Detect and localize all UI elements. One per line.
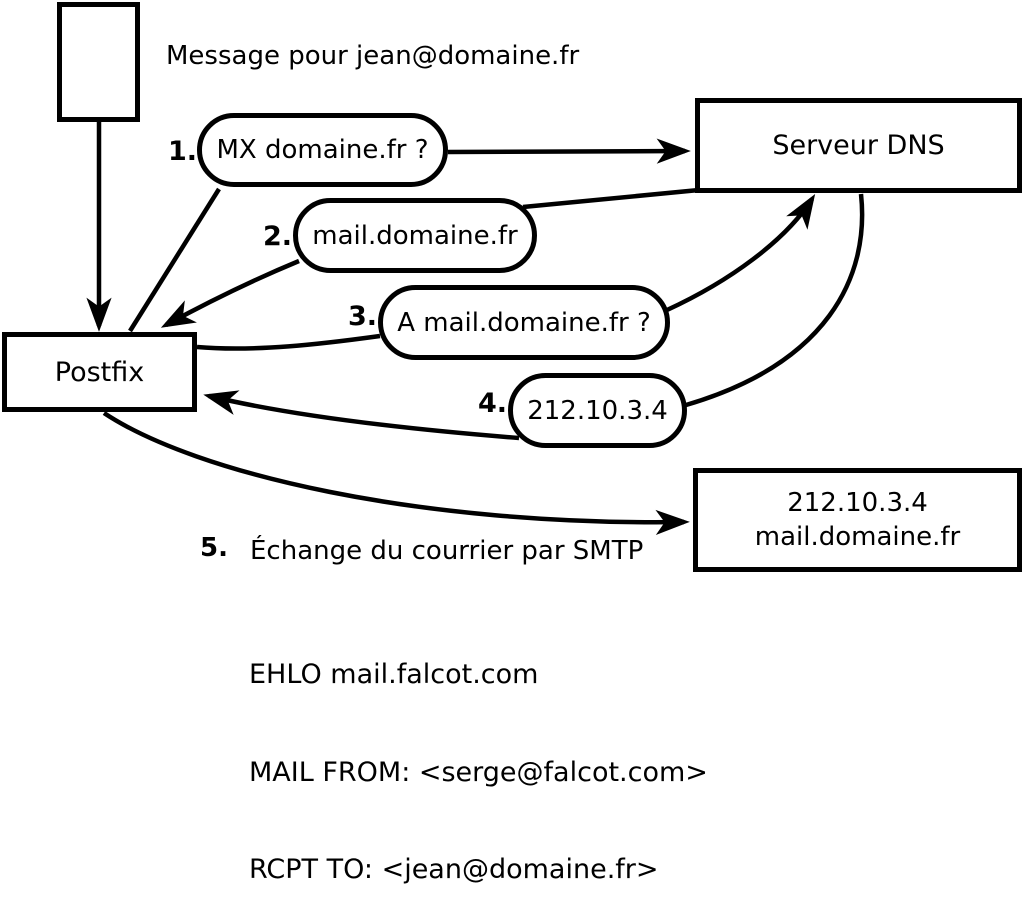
bubble-mx-query: MX domaine.fr ? [197, 113, 448, 187]
step-5-number: 5. [200, 533, 228, 563]
bubble-a-response: 212.10.3.4 [508, 373, 687, 448]
step-4-number: 4. [477, 388, 507, 419]
line-dns-to-bubble4 [685, 193, 865, 408]
arrow-bubble2-to-postfix [160, 258, 300, 328]
client-node [57, 2, 140, 122]
dns-server-label: Serveur DNS [772, 130, 945, 161]
mail-server-node: 212.10.3.4 mail.domaine.fr [693, 468, 1022, 572]
smtp-line-ehlo: EHLO mail.falcot.com [249, 659, 539, 690]
postfix-label: Postfix [54, 356, 145, 388]
bubble-a-query-label: A mail.domaine.fr ? [397, 307, 651, 338]
smtp-line-mail-from: MAIL FROM: <serge@falcot.com> [249, 756, 708, 788]
line-dns-to-bubble2 [522, 187, 700, 210]
mail-server-ip: 212.10.3.4 [787, 488, 928, 518]
bubble-a-query: A mail.domaine.fr ? [378, 285, 670, 360]
step-2-number: 2. [262, 221, 292, 252]
smtp-line-rcpt-to: RCPT TO: <jean@domaine.fr> [249, 854, 659, 885]
arrow-bubble3-to-dns [666, 194, 816, 313]
step-3-number: 3. [347, 301, 377, 332]
postfix-node: Postfix [2, 332, 197, 412]
message-label: Message pour jean@domaine.fr [166, 41, 580, 71]
arrow-postfix-to-mailserver [102, 411, 690, 536]
mail-server-hostname: mail.domaine.fr [754, 522, 961, 552]
smtp-session-block: EHLO mail.falcot.com MAIL FROM: <serge@f… [249, 594, 708, 919]
dns-server-node: Serveur DNS [695, 98, 1022, 193]
bubble-mx-response: mail.domaine.fr [293, 198, 537, 273]
line-postfix-to-bubble3 [196, 333, 381, 351]
bubble-a-response-label: 212.10.3.4 [527, 395, 668, 426]
line-postfix-to-bubble1 [128, 187, 221, 333]
bubble-mx-query-label: MX domaine.fr ? [216, 135, 429, 165]
step-1-number: 1. [167, 136, 197, 167]
bubble-mx-response-label: mail.domaine.fr [312, 220, 518, 251]
arrow-bubble4-to-postfix [203, 390, 520, 441]
step-5-label: Échange du courrier par SMTP [250, 536, 644, 566]
arrow-bubble1-to-dns [447, 138, 691, 164]
